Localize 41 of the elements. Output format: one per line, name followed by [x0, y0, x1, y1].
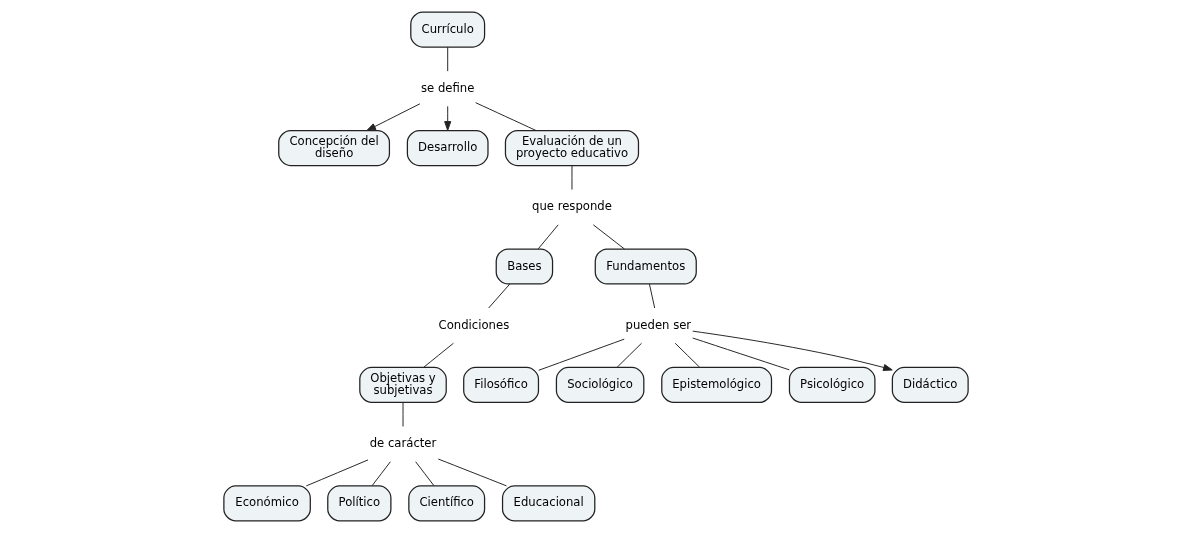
connector: [538, 338, 625, 371]
node-box: Objetivas y subjetivas: [359, 366, 447, 404]
connector: [592, 224, 625, 250]
node-box: Sociológico: [555, 366, 645, 404]
node-box: Psicológico: [788, 366, 876, 404]
node-box: Científico: [408, 485, 486, 522]
node-box: Económico: [223, 485, 311, 522]
connector: [537, 224, 559, 250]
node-box: Concepción del diseño: [278, 129, 391, 167]
arrow: [692, 330, 893, 371]
node-box: Didáctico: [891, 366, 969, 404]
node-box: Político: [327, 485, 392, 522]
connector: [616, 342, 643, 368]
connector: [415, 461, 435, 487]
node-box: Desarrollo: [406, 129, 489, 167]
arrow: [444, 105, 452, 131]
node-text: Condiciones: [438, 317, 510, 332]
node-box: Epistemológico: [661, 366, 773, 404]
connector: [437, 458, 507, 487]
connector: [371, 461, 391, 487]
node-box: Bases: [495, 248, 554, 285]
node-box: Evaluación de un proyecto educativo: [504, 129, 640, 167]
node-box: Filosófico: [463, 366, 540, 404]
node-text: pueden ser: [625, 317, 692, 332]
node-text: de carácter: [369, 436, 437, 451]
node-box: Educacional: [501, 485, 596, 522]
connector: [488, 283, 511, 309]
node-text: se define: [421, 80, 475, 95]
connector: [305, 459, 369, 487]
connector: [571, 165, 573, 191]
connector: [692, 337, 790, 371]
connector: [475, 102, 537, 132]
arrow: [366, 103, 421, 132]
connector: [447, 46, 449, 72]
node-box: Fundamentos: [594, 248, 697, 285]
connector: [648, 283, 656, 309]
node-box: Currículo: [410, 11, 486, 48]
connector: [423, 342, 454, 368]
node-text: que responde: [532, 199, 612, 214]
connector: [674, 342, 701, 368]
connector: [402, 402, 404, 427]
